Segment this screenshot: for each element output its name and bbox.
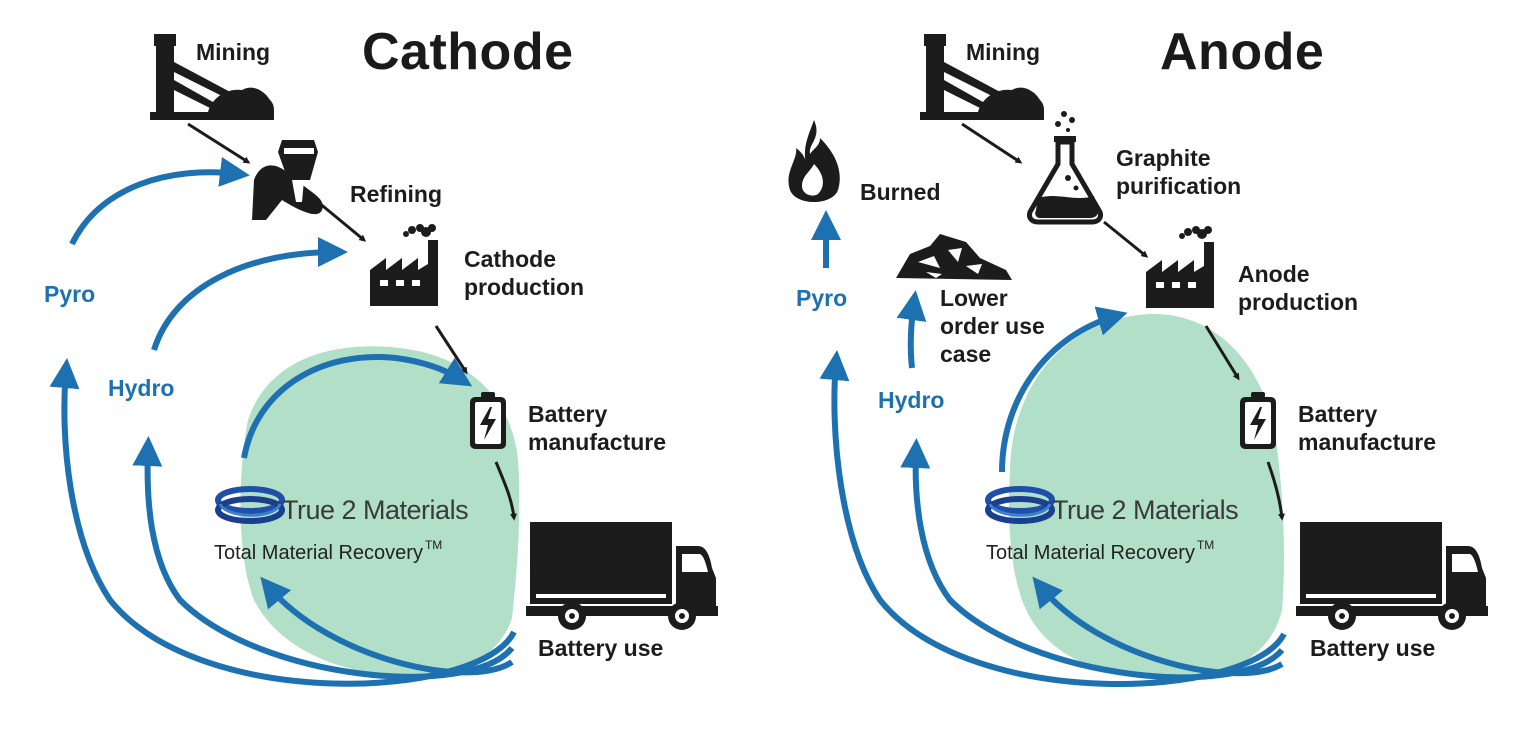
battery-icon [470, 392, 506, 449]
anode-arrow-production-manufacture [1204, 325, 1240, 381]
fire-icon [788, 120, 840, 202]
cathode-manufacture-label-line1: Battery [528, 401, 608, 427]
cathode-arrow-mining-refining [187, 122, 251, 164]
anode-production-label-line1: Anode [1238, 261, 1310, 287]
cathode-refining-label: Refining [350, 181, 442, 207]
cathode-use-label: Battery use [538, 635, 664, 661]
cathode-arrow-manufacture-use [494, 461, 518, 521]
anode-purification-label-line2: purification [1116, 173, 1242, 199]
cathode-production-label-line1: Cathode [464, 246, 556, 272]
anode-lower-order-line1: Lower [940, 285, 1008, 311]
anode-title: Anode [1160, 23, 1325, 81]
anode-lower-order-line3: case [940, 341, 992, 367]
anode-pyro-label: Pyro [796, 285, 848, 311]
cathode-arrow-refining-production [317, 200, 367, 242]
anode-hydro-label: Hydro [878, 387, 945, 413]
anode-arrow-purification-production [1103, 220, 1149, 258]
factory-icon [370, 224, 438, 306]
ore-bucket-icon [252, 140, 323, 220]
cathode-tmr-return [260, 576, 514, 676]
factory-icon [1146, 226, 1214, 308]
trademark-mark: TM [424, 538, 443, 552]
flask-icon [1027, 111, 1103, 225]
anode-recovery-zone [1009, 313, 1284, 681]
anode-production-label-line2: production [1238, 289, 1359, 315]
anode-arrow-mining-purification [961, 122, 1023, 164]
cathode-production-label-line2: production [464, 274, 585, 300]
cathode-recovery-zone [240, 346, 520, 677]
cathode-mining-label: Mining [196, 39, 271, 65]
anode-arrow-manufacture-use [1266, 461, 1286, 521]
cathode-pyro-label: Pyro [44, 281, 96, 307]
anode-lower-order-line2: order use [940, 313, 1045, 339]
cathode-hydro-label: Hydro [108, 375, 175, 401]
cathode-pyro-arrow [69, 157, 250, 246]
anode-tmr-return [1032, 576, 1284, 677]
anode-manufacture-label-line2: manufacture [1298, 429, 1437, 455]
anode-manufacture-label-line1: Battery [1298, 401, 1378, 427]
anode-brand-name: True 2 Materials [1052, 495, 1239, 525]
cathode-panel [49, 34, 718, 687]
anode-panel [788, 34, 1488, 687]
anode-mining-label: Mining [966, 39, 1041, 65]
anode-tmr-forward [999, 306, 1128, 473]
anode-burned-label: Burned [860, 179, 941, 205]
trademark-mark: TM [1196, 538, 1215, 552]
battery-icon [1240, 392, 1276, 449]
scrap-pile-icon [896, 234, 1012, 280]
truck-icon [1296, 522, 1488, 630]
cathode-hydro-arrow [151, 237, 348, 351]
cathode-manufacture-label-line2: manufacture [528, 429, 667, 455]
anode-hydro-arrow [896, 290, 927, 369]
cathode-title: Cathode [362, 23, 574, 81]
anode-purification-label-line1: Graphite [1116, 145, 1211, 171]
anode-use-label: Battery use [1310, 635, 1436, 661]
cathode-brand-name: True 2 Materials [282, 495, 469, 525]
truck-icon [526, 522, 718, 630]
cathode-tmr-forward [241, 354, 473, 459]
